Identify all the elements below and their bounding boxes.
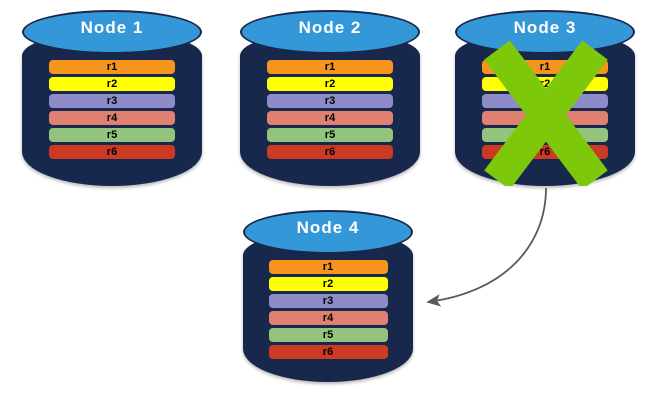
cylinder-body-2 — [240, 31, 420, 186]
data-row[interactable]: r5 — [49, 128, 175, 142]
node-cylinder-3[interactable]: Node 3 r1 r2 r3 r4 r5 r6 — [455, 10, 635, 186]
node-cylinder-4[interactable]: Node 4 r1 r2 r3 r4 r5 r6 — [243, 210, 413, 382]
data-row[interactable]: r2 — [482, 77, 608, 91]
data-row[interactable]: r2 — [49, 77, 175, 91]
data-row[interactable]: r6 — [482, 145, 608, 159]
data-row[interactable]: r4 — [482, 111, 608, 125]
node-cylinder-1[interactable]: Node 1 r1 r2 r3 r4 r5 r6 — [22, 10, 202, 186]
data-row[interactable]: r4 — [268, 311, 388, 325]
row-list-4: r1 r2 r3 r4 r5 r6 — [243, 260, 413, 359]
cylinder-top-ellipse-1 — [22, 10, 202, 54]
cylinder-shell-1 — [22, 10, 202, 186]
data-row[interactable]: r3 — [482, 94, 608, 108]
cylinder-top-ellipse-4 — [243, 210, 413, 254]
data-row[interactable]: r4 — [49, 111, 175, 125]
data-row[interactable]: r3 — [268, 294, 388, 308]
node-cylinder-2[interactable]: Node 2 r1 r2 r3 r4 r5 r6 — [240, 10, 420, 186]
cylinder-top-ellipse-3 — [455, 10, 635, 54]
data-row[interactable]: r1 — [267, 60, 393, 74]
cylinder-shell-2 — [240, 10, 420, 186]
data-row[interactable]: r5 — [482, 128, 608, 142]
data-row[interactable]: r1 — [482, 60, 608, 74]
data-row[interactable]: r1 — [268, 260, 388, 274]
data-row[interactable]: r4 — [267, 111, 393, 125]
data-row[interactable]: r5 — [267, 128, 393, 142]
data-row[interactable]: r1 — [49, 60, 175, 74]
node3-to-node4-arrow — [426, 187, 547, 307]
data-row[interactable]: r5 — [268, 328, 388, 342]
data-row[interactable]: r6 — [267, 145, 393, 159]
data-row[interactable]: r6 — [49, 145, 175, 159]
cylinder-top-ellipse-2 — [240, 10, 420, 54]
data-row[interactable]: r3 — [267, 94, 393, 108]
cylinder-body-1 — [22, 31, 202, 186]
data-row[interactable]: r2 — [267, 77, 393, 91]
data-row[interactable]: r6 — [268, 345, 388, 359]
row-list-3: r1 r2 r3 r4 r5 r6 — [455, 60, 635, 159]
data-row[interactable]: r3 — [49, 94, 175, 108]
row-list-2: r1 r2 r3 r4 r5 r6 — [240, 60, 420, 159]
row-list-1: r1 r2 r3 r4 r5 r6 — [22, 60, 202, 159]
data-row[interactable]: r2 — [268, 277, 388, 291]
